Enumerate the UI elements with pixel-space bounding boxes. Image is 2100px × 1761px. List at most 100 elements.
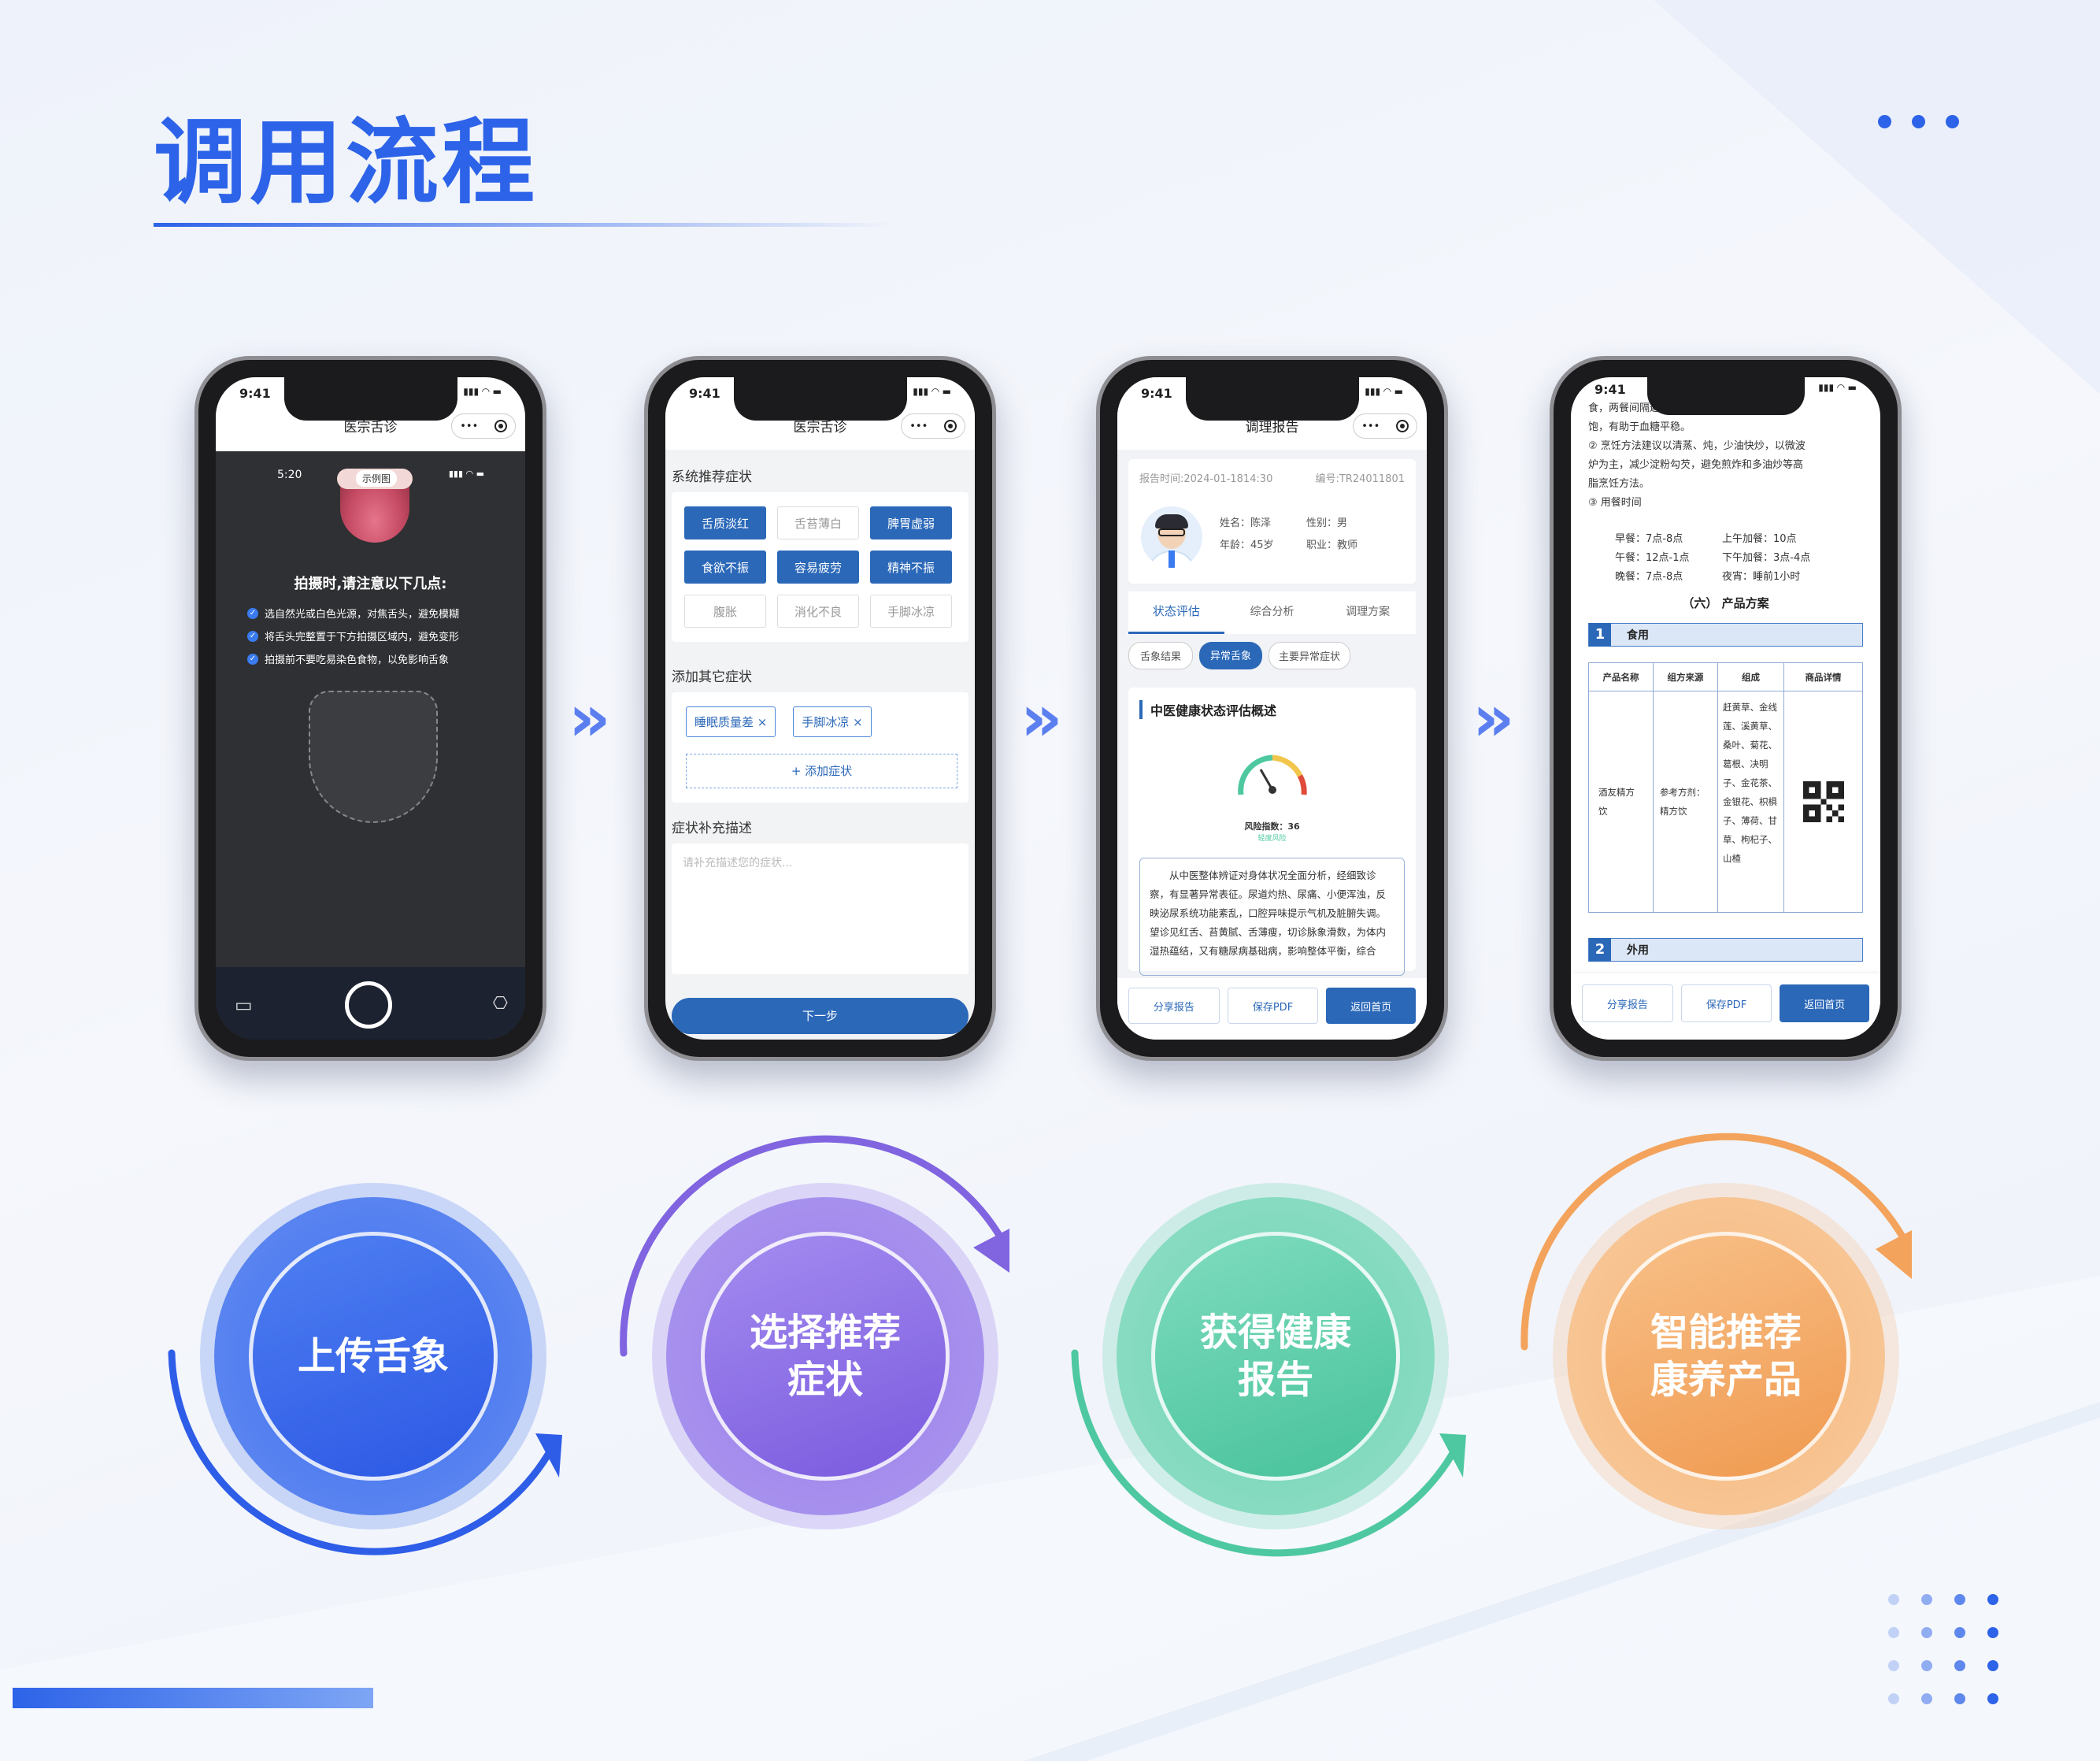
table-cell-product: 酒友精方饮 bbox=[1589, 691, 1654, 912]
chip-main-symptoms[interactable]: 主要异常症状 bbox=[1269, 642, 1351, 669]
chip-tongue-result[interactable]: 舌象结果 bbox=[1128, 642, 1194, 669]
step-4-circle: 智能推荐康养产品 bbox=[1567, 1197, 1885, 1515]
phone-select-symptoms: 9:41▮▮▮ ◠ ▬ 医宗舌诊 ••• 系统推荐症状 舌质淡红舌苔薄白脾胃虚弱… bbox=[644, 356, 996, 1061]
tip-item: ✓拍摄前不要吃易染色食物，以免影响舌象 bbox=[247, 651, 513, 666]
more-icon: ••• bbox=[1361, 420, 1380, 432]
signal-wifi-battery-icon: ▮▮▮ ◠ ▬ bbox=[1818, 382, 1857, 393]
patient-name: 姓名：陈泽 bbox=[1220, 517, 1272, 529]
added-tags-panel: 睡眠质量差 × 手脚冰凉 × + 添加症状 bbox=[672, 692, 969, 803]
patient-card: 报告时间:2024-01-1814:30 编号:TR24011801 姓名：陈泽… bbox=[1128, 459, 1416, 584]
summary-paragraph: 从中医整体辨证对身体状况全面分析，经细致诊察，有显著异常表征。尿道灼热、尿痛、小… bbox=[1139, 858, 1405, 976]
add-symptom-button[interactable]: + 添加症状 bbox=[686, 754, 957, 788]
symptom-tag[interactable]: 腹胀 bbox=[684, 595, 766, 628]
tab-status[interactable]: 状态评估 bbox=[1128, 591, 1224, 634]
report-number: 编号:TR24011801 bbox=[1315, 473, 1405, 485]
symptom-tag[interactable]: 舌苔薄白 bbox=[777, 506, 859, 539]
symptom-tag[interactable]: 精神不振 bbox=[870, 551, 952, 584]
table-header: 组成 bbox=[1718, 663, 1784, 691]
close-record-icon bbox=[494, 420, 507, 432]
inner-status-icon: ▮▮▮ ◠ ▬ bbox=[448, 469, 484, 479]
sample-label: 示例图 bbox=[356, 470, 398, 487]
step-1-label: 上传舌象 bbox=[297, 1334, 449, 1378]
instruction-title: 拍摄时,请注意以下几点: bbox=[294, 576, 447, 592]
check-icon: ✓ bbox=[247, 653, 258, 665]
check-icon: ✓ bbox=[247, 607, 258, 619]
tips-list: ✓选自然光或白色光源，对焦舌头，避免模糊 ✓将舌头完整置于下方拍摄区域内，避免变… bbox=[247, 606, 513, 666]
risk-gauge bbox=[1238, 754, 1307, 795]
tip-item: ✓选自然光或白色光源，对焦舌头，避免模糊 bbox=[247, 606, 513, 621]
next-button[interactable]: 下一步 bbox=[672, 998, 969, 1034]
result-chips: 舌象结果 异常舌象 主要异常症状 bbox=[1128, 642, 1416, 669]
menu-capsule[interactable]: ••• bbox=[1353, 413, 1417, 439]
report-actions: 分享报告 保存PDF 返回首页 bbox=[1571, 973, 1880, 1040]
gallery-icon[interactable]: ▭ bbox=[235, 994, 253, 1016]
bottom-accent-bar bbox=[13, 1688, 373, 1708]
section-add-other: 添加其它症状 bbox=[672, 669, 752, 685]
step-1-circle: 上传舌象 bbox=[214, 1197, 532, 1515]
step-4-label: 智能推荐康养产品 bbox=[1650, 1311, 1802, 1402]
phone-product-recommendation: 9:41▮▮▮ ◠ ▬ 食，两餐间隔避免超过六个小时，避免过饥过饱，有助于血糖平… bbox=[1550, 356, 1902, 1061]
save-pdf-button[interactable]: 保存PDF bbox=[1680, 984, 1772, 1022]
risk-level: 轻度风险 bbox=[1257, 835, 1287, 843]
recommended-tags-panel: 舌质淡红舌苔薄白脾胃虚弱食欲不振容易疲劳精神不振腹胀消化不良手脚冰凉 bbox=[672, 492, 969, 642]
back-home-button[interactable]: 返回首页 bbox=[1326, 988, 1417, 1024]
phone-upload-tongue: 9:41▮▮▮ ◠ ▬ 医宗舌诊 ••• 5:20 ▮▮▮ ◠ ▬ 示例图 拍摄… bbox=[194, 356, 546, 1061]
section-number: 1 bbox=[1589, 623, 1611, 647]
patient-age: 年龄：45岁 bbox=[1220, 539, 1274, 551]
share-report-button[interactable]: 分享报告 bbox=[1128, 988, 1220, 1024]
section-description: 症状补充描述 bbox=[672, 821, 752, 836]
camera-toolbar: ▭ ⎔ bbox=[216, 967, 525, 1040]
patient-job: 职业：教师 bbox=[1306, 539, 1358, 551]
added-tag[interactable]: 睡眠质量差 × bbox=[686, 706, 776, 737]
patient-gender: 性别：男 bbox=[1306, 517, 1348, 529]
switch-camera-icon[interactable]: ⎔ bbox=[492, 994, 508, 1014]
section-recommended: 系统推荐症状 bbox=[672, 469, 752, 485]
summary-title: 中医健康状态评估概述 bbox=[1139, 700, 1276, 719]
tab-analysis[interactable]: 综合分析 bbox=[1250, 606, 1294, 618]
signal-wifi-battery-icon: ▮▮▮ ◠ ▬ bbox=[913, 386, 951, 397]
save-pdf-button[interactable]: 保存PDF bbox=[1227, 988, 1319, 1024]
symptom-tag[interactable]: 手脚冰凉 bbox=[870, 595, 952, 628]
capture-frame[interactable] bbox=[309, 691, 438, 823]
status-time: 9:41 bbox=[689, 386, 720, 401]
report-time: 报告时间:2024-01-1814:30 bbox=[1139, 473, 1273, 485]
table-header: 商品详情 bbox=[1784, 663, 1862, 691]
symptom-tag[interactable]: 消化不良 bbox=[777, 595, 859, 628]
added-tag[interactable]: 手脚冰凉 × bbox=[793, 706, 872, 737]
qr-code-icon[interactable] bbox=[1802, 781, 1844, 822]
shutter-button[interactable] bbox=[345, 981, 392, 1029]
menu-capsule[interactable]: ••• bbox=[451, 413, 516, 439]
symptom-tag[interactable]: 舌质淡红 bbox=[684, 506, 766, 539]
section-number: 2 bbox=[1589, 938, 1611, 962]
symptom-tag[interactable]: 食欲不振 bbox=[684, 551, 766, 584]
meal-schedule: 早餐：7点-8点上午加餐：10点 午餐：12点-1点下午加餐：3点-4点 晚餐：… bbox=[1615, 533, 1811, 583]
report-actions: 分享报告 保存PDF 返回首页 bbox=[1117, 978, 1427, 1040]
back-home-button[interactable]: 返回首页 bbox=[1780, 984, 1870, 1022]
tab-plan[interactable]: 调理方案 bbox=[1346, 606, 1391, 618]
check-icon: ✓ bbox=[247, 630, 258, 642]
status-time: 9:41 bbox=[1594, 382, 1626, 397]
symptom-tag[interactable]: 容易疲劳 bbox=[777, 551, 859, 584]
signal-wifi-battery-icon: ▮▮▮ ◠ ▬ bbox=[1365, 386, 1403, 397]
page-title: 调用流程 bbox=[154, 108, 539, 217]
more-icon: ••• bbox=[460, 420, 479, 432]
phone-health-report: 9:41▮▮▮ ◠ ▬ 调理报告 ••• 报告时间:2024-01-1814:3… bbox=[1096, 356, 1448, 1061]
summary-card: 中医健康状态评估概述 风险指数：36 轻度风险 从中医整体辨证对身体状况全面分析… bbox=[1128, 688, 1416, 976]
tongue-sample-image: 示例图 bbox=[337, 469, 413, 543]
status-time: 9:41 bbox=[1141, 386, 1172, 401]
description-textarea[interactable]: 请补充描述您的症状... bbox=[672, 843, 969, 974]
title-underline bbox=[154, 223, 898, 227]
table-header: 产品名称 bbox=[1589, 663, 1654, 691]
step-3-circle: 获得健康报告 bbox=[1117, 1197, 1435, 1515]
chip-abnormal-tongue[interactable]: 异常舌象 bbox=[1199, 642, 1263, 669]
share-report-button[interactable]: 分享报告 bbox=[1582, 984, 1673, 1022]
dot-grid-decoration bbox=[1888, 1594, 1998, 1704]
inner-time: 5:20 bbox=[277, 469, 302, 481]
symptom-tag[interactable]: 脾胃虚弱 bbox=[870, 506, 952, 539]
product-table: 产品名称 组方来源 组成 商品详情 酒友精方饮 参考方剂：精方饮 赶黄草、金线莲… bbox=[1588, 662, 1863, 913]
step-3-label: 获得健康报告 bbox=[1199, 1311, 1351, 1402]
menu-capsule[interactable]: ••• bbox=[901, 413, 965, 439]
